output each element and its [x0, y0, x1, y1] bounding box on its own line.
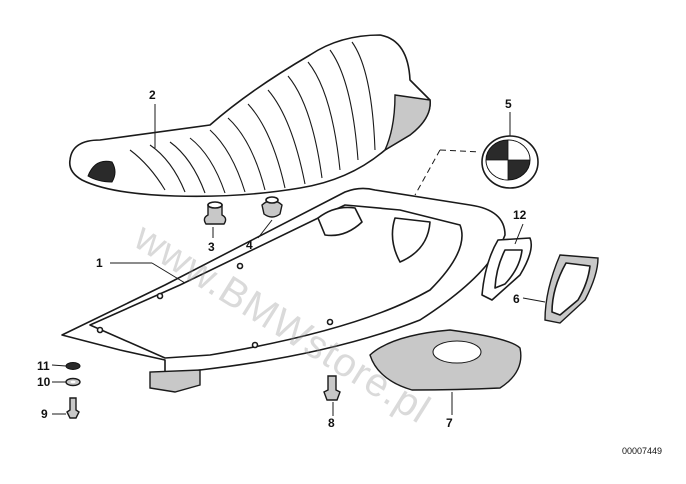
seat: [68, 34, 431, 198]
screw-8: [323, 375, 341, 401]
callout-5: 5: [505, 97, 512, 111]
hardware-small: [65, 362, 81, 419]
vent-grille-6: [544, 254, 599, 324]
callout-4: 4: [246, 238, 253, 252]
callout-1: 1: [96, 256, 103, 270]
callout-12: 12: [513, 208, 527, 222]
rubber-buffer: [203, 201, 227, 225]
seat-pan: [61, 187, 506, 393]
cover-plate: [369, 329, 522, 391]
callout-2: 2: [149, 88, 156, 102]
callout-6: 6: [513, 292, 520, 306]
grommet: [261, 196, 283, 218]
callout-10: 10: [37, 375, 51, 389]
emblem-badge: [481, 135, 539, 189]
callout-11: 11: [37, 359, 50, 373]
vent-frame-12: [481, 237, 533, 301]
callout-7: 7: [446, 416, 453, 430]
callout-3: 3: [208, 240, 215, 254]
callout-9: 9: [41, 407, 48, 421]
reference-number: 00007449: [621, 446, 662, 456]
callout-8: 8: [328, 416, 335, 430]
